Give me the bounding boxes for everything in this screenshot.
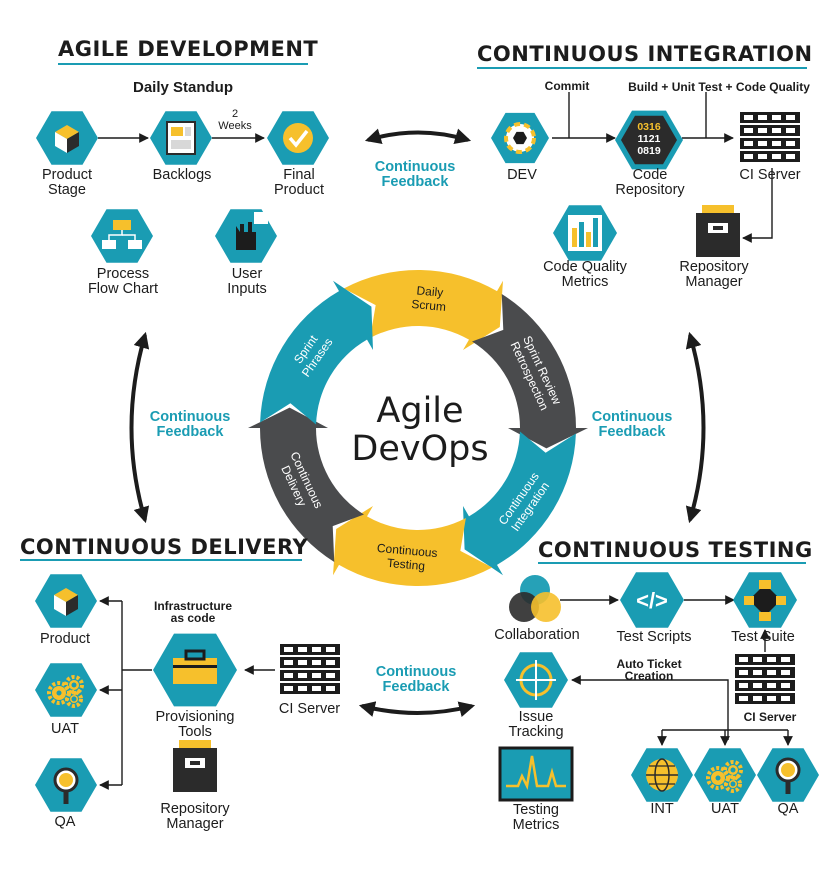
delivery-uat-label: UAT — [51, 721, 79, 737]
delivery-ci-server-label: CI Server — [278, 701, 341, 717]
testing-uat-icon — [694, 748, 756, 802]
int-icon — [631, 748, 693, 802]
testing-qa-label: QA — [777, 801, 799, 817]
code-quality-metrics-icon — [553, 205, 617, 261]
testing-uat-label: UAT — [711, 801, 739, 817]
ci-server-icon — [740, 112, 800, 162]
feedback-label-left: Continuous Feedback — [149, 409, 231, 440]
delivery-repository-manager-label: Repository Manager — [160, 801, 230, 832]
heading-continuous-delivery: CONTINUOUS DELIVERY — [20, 535, 309, 559]
int-label: INT — [650, 801, 674, 817]
provisioning-tools-label: Provisioning Tools — [155, 709, 235, 740]
auto-ticket-label: Auto Ticket Creation — [616, 657, 682, 683]
commit-label: Commit — [544, 79, 590, 93]
rule-ci — [477, 67, 807, 69]
delivery-uat-icon — [35, 663, 97, 717]
build-label: Build + Unit Test + Code Quality — [628, 80, 810, 94]
feedback-label-right: Continuous Feedback — [591, 409, 673, 440]
feedback-arrow-top — [364, 128, 472, 144]
feedback-label-top: Continuous Feedback — [374, 159, 456, 190]
code-number-3: 0819 — [637, 145, 661, 157]
code-number-1: 0316 — [637, 121, 661, 133]
collaboration-icon — [509, 575, 561, 622]
user-inputs-label: User Inputs — [227, 266, 267, 297]
repository-manager-icon — [696, 205, 740, 257]
cycle-segment-5 — [248, 407, 364, 562]
user-inputs-icon — [215, 209, 277, 263]
final-product-label: Final Product — [274, 167, 324, 198]
cycle-segment-6 — [260, 280, 373, 425]
backlogs-label: Backlogs — [152, 167, 212, 183]
heading-agile-development: AGILE DEVELOPMENT — [58, 37, 319, 61]
code-repository-icon — [615, 110, 683, 170]
testing-ci-server-icon — [735, 654, 795, 704]
issue-tracking-label: Issue Tracking — [508, 709, 564, 740]
feedback-arrow-left — [129, 331, 150, 524]
ci-server-label: CI Server — [739, 167, 801, 183]
rule-agile — [58, 63, 308, 65]
cycle-segment-2 — [472, 294, 588, 449]
test-suite-label: Test Suite — [731, 629, 795, 645]
code-repository-label: Code Repository — [615, 167, 685, 198]
infrastructure-label: Infrastructure as code — [153, 599, 233, 625]
code-number-2: 1121 — [638, 133, 661, 145]
test-suite-icon — [733, 572, 797, 628]
testing-qa-icon — [757, 748, 819, 802]
delivery-qa-icon — [35, 758, 97, 812]
issue-tracking-icon — [504, 652, 568, 708]
delivery-repository-manager-icon — [173, 740, 217, 792]
dev-label: DEV — [507, 167, 537, 183]
repository-manager-label: Repository Manager — [679, 259, 749, 290]
cycle-segment-3 — [463, 431, 576, 576]
rule-delivery — [20, 559, 302, 561]
heading-continuous-testing: CONTINUOUS TESTING — [538, 538, 813, 562]
delivery-qa-label: QA — [54, 814, 76, 830]
icons: </> — [35, 110, 819, 812]
test-scripts-icon: </> — [620, 572, 684, 628]
process-flow-chart-icon — [91, 209, 153, 263]
provisioning-tools-icon — [153, 633, 237, 707]
code-quality-metrics-label: Code Quality Metrics — [543, 259, 627, 290]
daily-standup-label: Daily Standup — [132, 79, 233, 96]
product-stage-label: Product Stage — [42, 167, 92, 198]
delivery-ci-server-icon — [280, 644, 340, 694]
final-product-icon — [267, 111, 329, 165]
feedback-arrow-right — [685, 331, 706, 524]
cycle-label-1: DailyScrum — [411, 283, 448, 314]
testing-metrics-label: Testing Metrics — [512, 802, 560, 833]
rule-testing — [538, 562, 806, 564]
cycle-segment-4 — [333, 505, 493, 587]
delivery-product-icon — [35, 574, 97, 628]
process-flow-chart-label: Process Flow Chart — [87, 266, 159, 297]
feedback-arrow-bottom — [358, 701, 476, 717]
testing-metrics-icon — [498, 746, 574, 802]
svg-text:</>: </> — [636, 588, 668, 613]
test-scripts-label: Test Scripts — [616, 629, 692, 645]
center-title: Agile DevOps — [351, 391, 489, 469]
dev-icon — [491, 112, 549, 164]
testing-ci-server-label: CI Server — [743, 710, 797, 724]
product-stage-icon — [36, 111, 98, 165]
collaboration-label: Collaboration — [494, 627, 580, 643]
weeks-label: 2 Weeks — [218, 108, 252, 132]
connectors — [98, 92, 793, 790]
feedback-label-bottom: Continuous Feedback — [375, 664, 457, 695]
backlogs-icon — [150, 111, 212, 165]
heading-continuous-integration: CONTINUOUS INTEGRATION — [477, 42, 813, 66]
cycle-segment-1 — [343, 270, 503, 351]
feedback-arrows — [129, 128, 706, 717]
cycle-label-4: ContinuousTesting — [375, 541, 438, 574]
delivery-product-label: Product — [40, 631, 90, 647]
